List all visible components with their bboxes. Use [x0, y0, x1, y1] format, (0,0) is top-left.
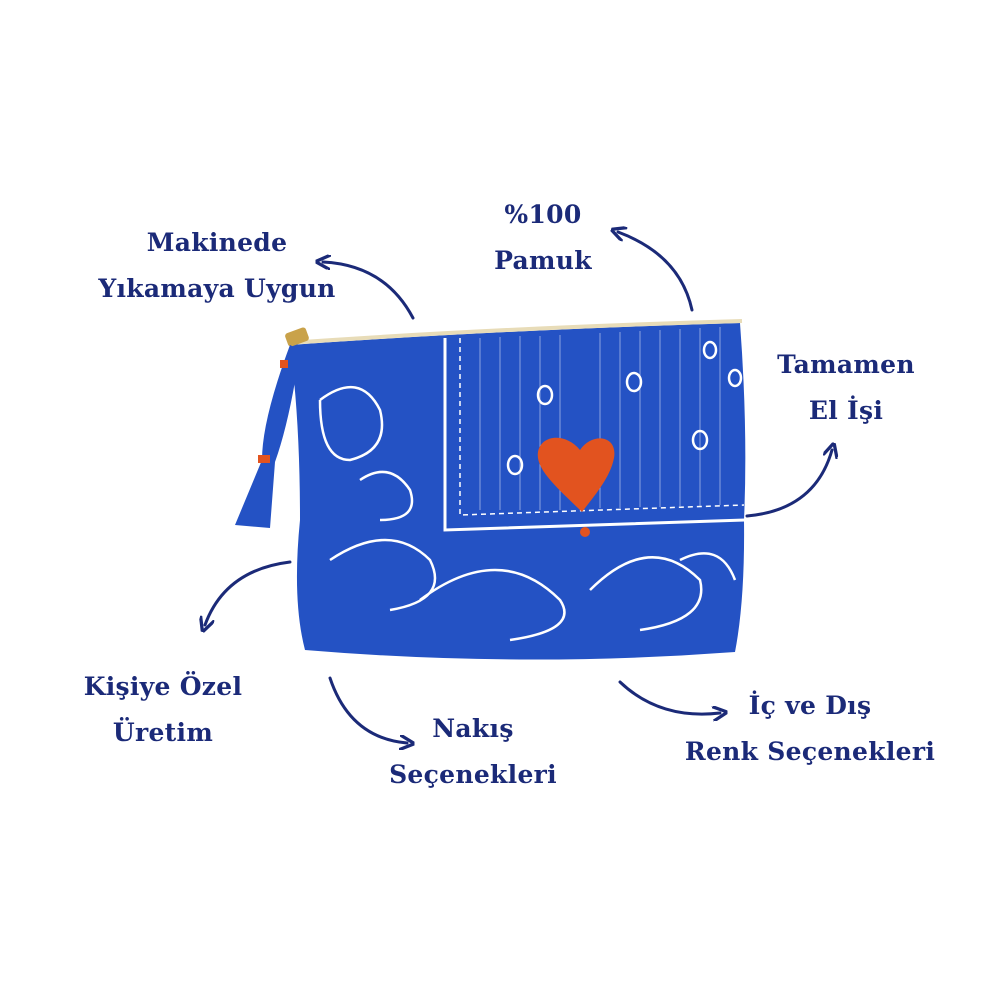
feature-line: %100 [504, 200, 582, 229]
feature-cotton: %100 Pamuk [494, 192, 592, 284]
cosmetic-bag-image [235, 319, 746, 660]
feature-line: Tamamen [777, 350, 915, 379]
feature-line: Kişiye Özel [83, 672, 243, 701]
feature-line: Makinede [146, 228, 288, 257]
arrow-icon [323, 262, 415, 320]
arrow-icon [328, 676, 407, 743]
arrow-icon [618, 232, 694, 312]
arrow-icon [745, 450, 832, 518]
feature-line: Renk Seçenekleri [684, 737, 936, 766]
feature-line: Pamuk [494, 246, 592, 275]
arrow-icon [618, 680, 720, 714]
feature-line: Seçenekleri [389, 760, 557, 789]
feature-line: Üretim [112, 718, 214, 747]
arrow-icon [205, 560, 292, 625]
feature-embroidery-options: Nakış Seçenekleri [389, 706, 557, 798]
feature-line: El İşi [808, 396, 884, 425]
feature-personalized: Kişiye Özel Üretim [84, 664, 243, 756]
feature-handmade: Tamamen El İşi [777, 342, 915, 434]
feature-line: Nakış [432, 714, 514, 743]
feature-machine-washable: Makinede Yıkamaya Uygun [98, 220, 335, 312]
feature-line: Yıkamaya Uygun [98, 274, 336, 303]
feature-color-options: İç ve Dış Renk Seçenekleri [685, 683, 935, 775]
feature-line: İç ve Dış [748, 691, 872, 720]
heart-embroidery [537, 437, 615, 512]
